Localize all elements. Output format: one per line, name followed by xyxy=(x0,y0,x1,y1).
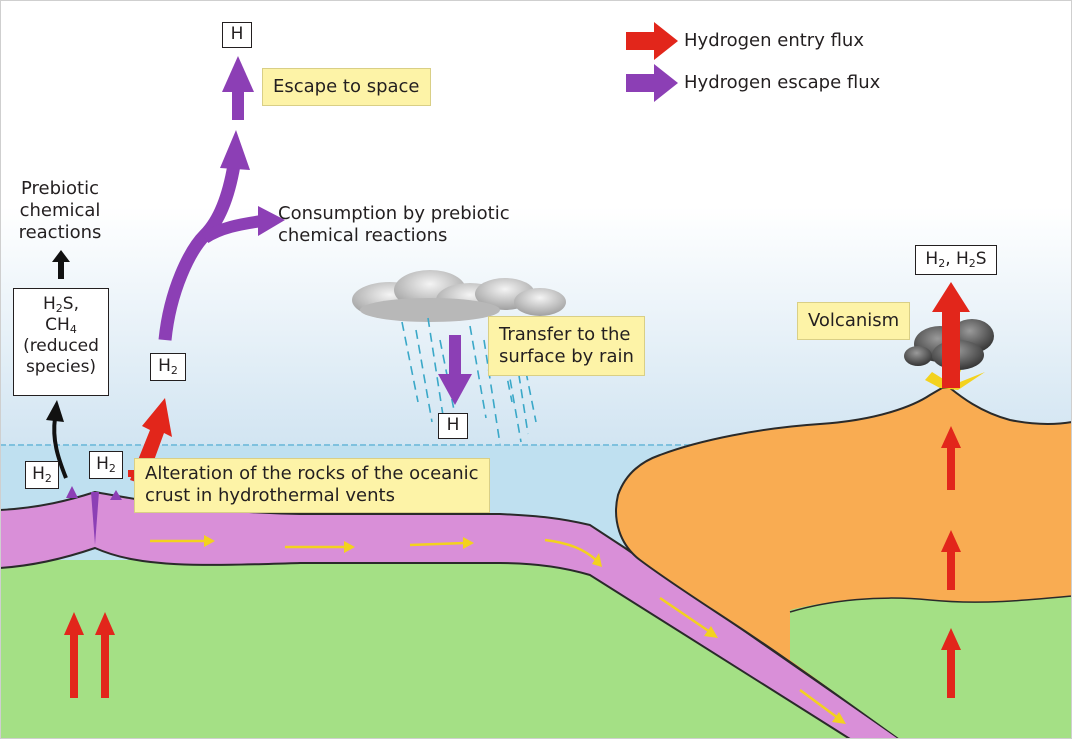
vent-to-species-arrow xyxy=(52,417,68,479)
species-h2-left: H2 xyxy=(25,461,59,489)
rain-streak xyxy=(469,325,487,419)
entry-arrow xyxy=(941,426,961,490)
continent-mantle-edge xyxy=(790,596,1072,739)
vent-plume xyxy=(66,486,78,498)
rain-streak xyxy=(439,339,457,421)
legend-escape-label: Hydrogen escape flux xyxy=(684,72,881,93)
sky xyxy=(0,0,1072,460)
rain-streak xyxy=(427,317,445,423)
consumption-label: Consumption by prebiotic chemical reacti… xyxy=(278,203,510,246)
species-h-top: H xyxy=(222,22,252,48)
entry-arrow xyxy=(941,530,961,590)
rain-streak xyxy=(401,321,419,403)
entry-arrow xyxy=(95,612,115,698)
species-h2-main: H2 xyxy=(150,353,186,381)
alteration-label: Alteration of the rocks of the oceanic c… xyxy=(134,458,490,513)
legend-escape-arrow xyxy=(626,64,678,102)
conveyor-arrow xyxy=(799,688,839,720)
species-to-reactions-arrow xyxy=(52,250,70,279)
species-h-rain: H xyxy=(438,413,468,439)
escape-space-shaft xyxy=(232,90,244,120)
conveyor-arrow xyxy=(659,596,711,634)
escape-flux xyxy=(158,56,472,405)
conveyor-arrow xyxy=(544,538,597,561)
species-h2-vent: H2 xyxy=(89,451,123,479)
escape-space-head xyxy=(222,56,254,92)
volcano-eruption xyxy=(904,282,994,390)
rain-streak xyxy=(415,329,433,423)
rain-head xyxy=(438,374,472,405)
legend-swatches xyxy=(626,22,678,102)
rain-transfer-label: Transfer to the surface by rain xyxy=(488,316,645,376)
oceanic-crust xyxy=(0,490,902,739)
conveyor-arrow xyxy=(409,541,466,547)
volcanic-entry-arrow xyxy=(932,282,970,388)
entry-arrow xyxy=(941,628,961,698)
continent-mantle-line xyxy=(789,595,1072,613)
escape-head xyxy=(220,130,250,170)
vent-plume xyxy=(110,490,122,500)
ridge-crack xyxy=(91,492,99,545)
consumption-branch xyxy=(201,215,263,244)
prebiotic-reactions-label: Prebiotic chemical reactions xyxy=(18,178,102,243)
rain-streak xyxy=(519,341,537,423)
species-h2-h2s-volcanic: H2, H2S xyxy=(915,245,997,275)
rain-shaft xyxy=(449,335,461,377)
rain-streak xyxy=(483,339,501,445)
crust-conveyor-arrows xyxy=(150,535,846,724)
legend-entry-arrow xyxy=(626,22,678,60)
escape-to-space-label: Escape to space xyxy=(262,68,431,106)
vent-to-species-head xyxy=(46,400,64,422)
rain-cloud xyxy=(352,270,566,322)
consumption-head xyxy=(258,206,285,236)
rain-streak xyxy=(495,321,513,403)
entry-arrow xyxy=(64,612,84,698)
mantle-entry-arrows xyxy=(64,426,961,698)
legend-entry-label: Hydrogen entry flux xyxy=(684,30,864,51)
reduced-species-box: H2S, CH4 (reduced species) xyxy=(13,288,109,396)
volcanism-label: Volcanism xyxy=(797,302,911,340)
